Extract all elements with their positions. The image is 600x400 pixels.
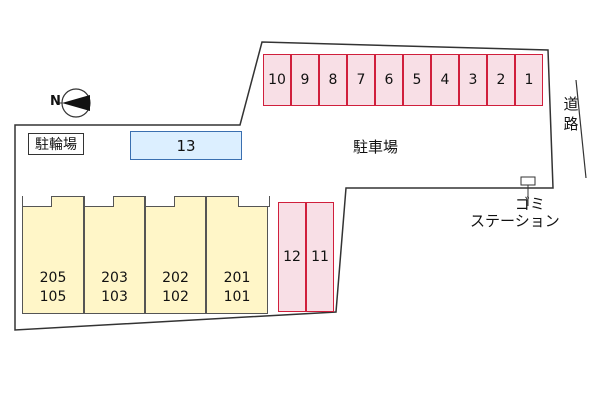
unit-notch bbox=[22, 196, 52, 207]
parking-slot-8: 8 bbox=[319, 54, 347, 106]
unit-notch bbox=[84, 196, 114, 207]
unit-205-105: 205 105 bbox=[22, 196, 84, 314]
parking-slot-5: 5 bbox=[403, 54, 431, 106]
road-label: 道 路 bbox=[561, 94, 581, 134]
parking-slot-6: 6 bbox=[375, 54, 403, 106]
bike-parking-label: 駐輪場 bbox=[28, 133, 84, 155]
parking-slot-13: 13 bbox=[130, 131, 242, 160]
road-label-char-2: 路 bbox=[563, 115, 579, 133]
compass-letter: N bbox=[50, 94, 61, 109]
garbage-label-line1: ゴミ bbox=[514, 195, 545, 213]
parking-slot-3: 3 bbox=[459, 54, 487, 106]
car-parking-label: 駐車場 bbox=[353, 138, 399, 156]
compass-icon bbox=[56, 88, 91, 118]
parking-slot-4: 4 bbox=[431, 54, 459, 106]
unit-lower-number: 103 bbox=[101, 289, 128, 305]
garbage-label-line2: ステーション bbox=[470, 212, 560, 230]
unit-lower-number: 102 bbox=[162, 289, 189, 305]
parking-slot-7: 7 bbox=[347, 54, 375, 106]
parking-slot-1: 1 bbox=[515, 54, 543, 106]
garbage-station-marker bbox=[520, 176, 536, 186]
unit-202-102: 202 102 bbox=[145, 196, 206, 314]
unit-203-103: 203 103 bbox=[84, 196, 145, 314]
parking-slot-10: 10 bbox=[263, 54, 291, 106]
parking-slot-2: 2 bbox=[487, 54, 515, 106]
parking-slot-11: 11 bbox=[306, 202, 334, 312]
unit-notch bbox=[238, 196, 270, 207]
unit-upper-number: 205 bbox=[39, 270, 67, 286]
parking-slot-9: 9 bbox=[291, 54, 319, 106]
parking-slot-12: 12 bbox=[278, 202, 306, 312]
unit-lower-number: 105 bbox=[39, 289, 67, 305]
unit-201-101: 201 101 bbox=[206, 196, 268, 314]
unit-lower-number: 101 bbox=[223, 289, 251, 305]
unit-notch bbox=[145, 196, 175, 207]
unit-upper-number: 202 bbox=[162, 270, 189, 286]
road-line bbox=[575, 79, 587, 179]
road-label-char-1: 道 bbox=[563, 95, 579, 113]
unit-upper-number: 201 bbox=[223, 270, 251, 286]
unit-upper-number: 203 bbox=[101, 270, 128, 286]
